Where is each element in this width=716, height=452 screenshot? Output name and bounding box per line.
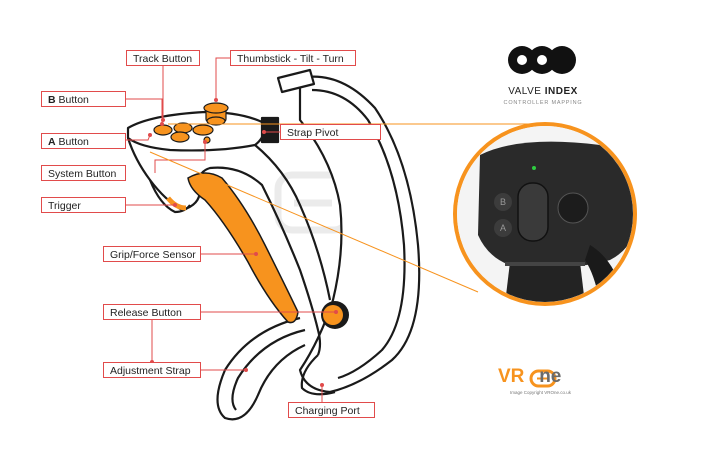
label-thumbstick: Thumbstick - Tilt - Turn bbox=[230, 50, 356, 66]
label-adjustment-strap: Adjustment Strap bbox=[103, 362, 201, 378]
inset-b-key: B bbox=[500, 197, 506, 207]
copyright-text: Image Copyright VROne.co.uk bbox=[510, 390, 572, 395]
head-buttons bbox=[153, 102, 229, 144]
label-a-button: A Button bbox=[41, 133, 126, 149]
leader-dots bbox=[148, 98, 338, 387]
grip-sensor-pad bbox=[187, 172, 299, 324]
label-release-button: Release Button bbox=[103, 304, 201, 320]
label-grip-sensor: Grip/Force Sensor bbox=[103, 246, 201, 262]
trigger-shape bbox=[166, 196, 187, 211]
vrone-logo: VROne bbox=[498, 366, 562, 387]
label-b-button: B Button bbox=[41, 91, 126, 107]
label-system-button: System Button bbox=[41, 165, 126, 181]
release-button-shape bbox=[321, 301, 349, 329]
valve-index-wordmark: VALVE INDEX bbox=[508, 86, 578, 97]
controller-mapping-subtitle: CONTROLLER MAPPING bbox=[503, 100, 583, 106]
inset-zoom: B A bbox=[453, 122, 637, 306]
label-charging-port: Charging Port bbox=[288, 402, 375, 418]
valve-logo-icon bbox=[508, 46, 576, 74]
label-strap-pivot: Strap Pivot bbox=[280, 124, 381, 140]
label-track-button: Track Button bbox=[126, 50, 200, 66]
label-trigger: Trigger bbox=[41, 197, 126, 213]
inset-a-key: A bbox=[500, 223, 506, 233]
vrone-o-icon bbox=[529, 369, 557, 388]
